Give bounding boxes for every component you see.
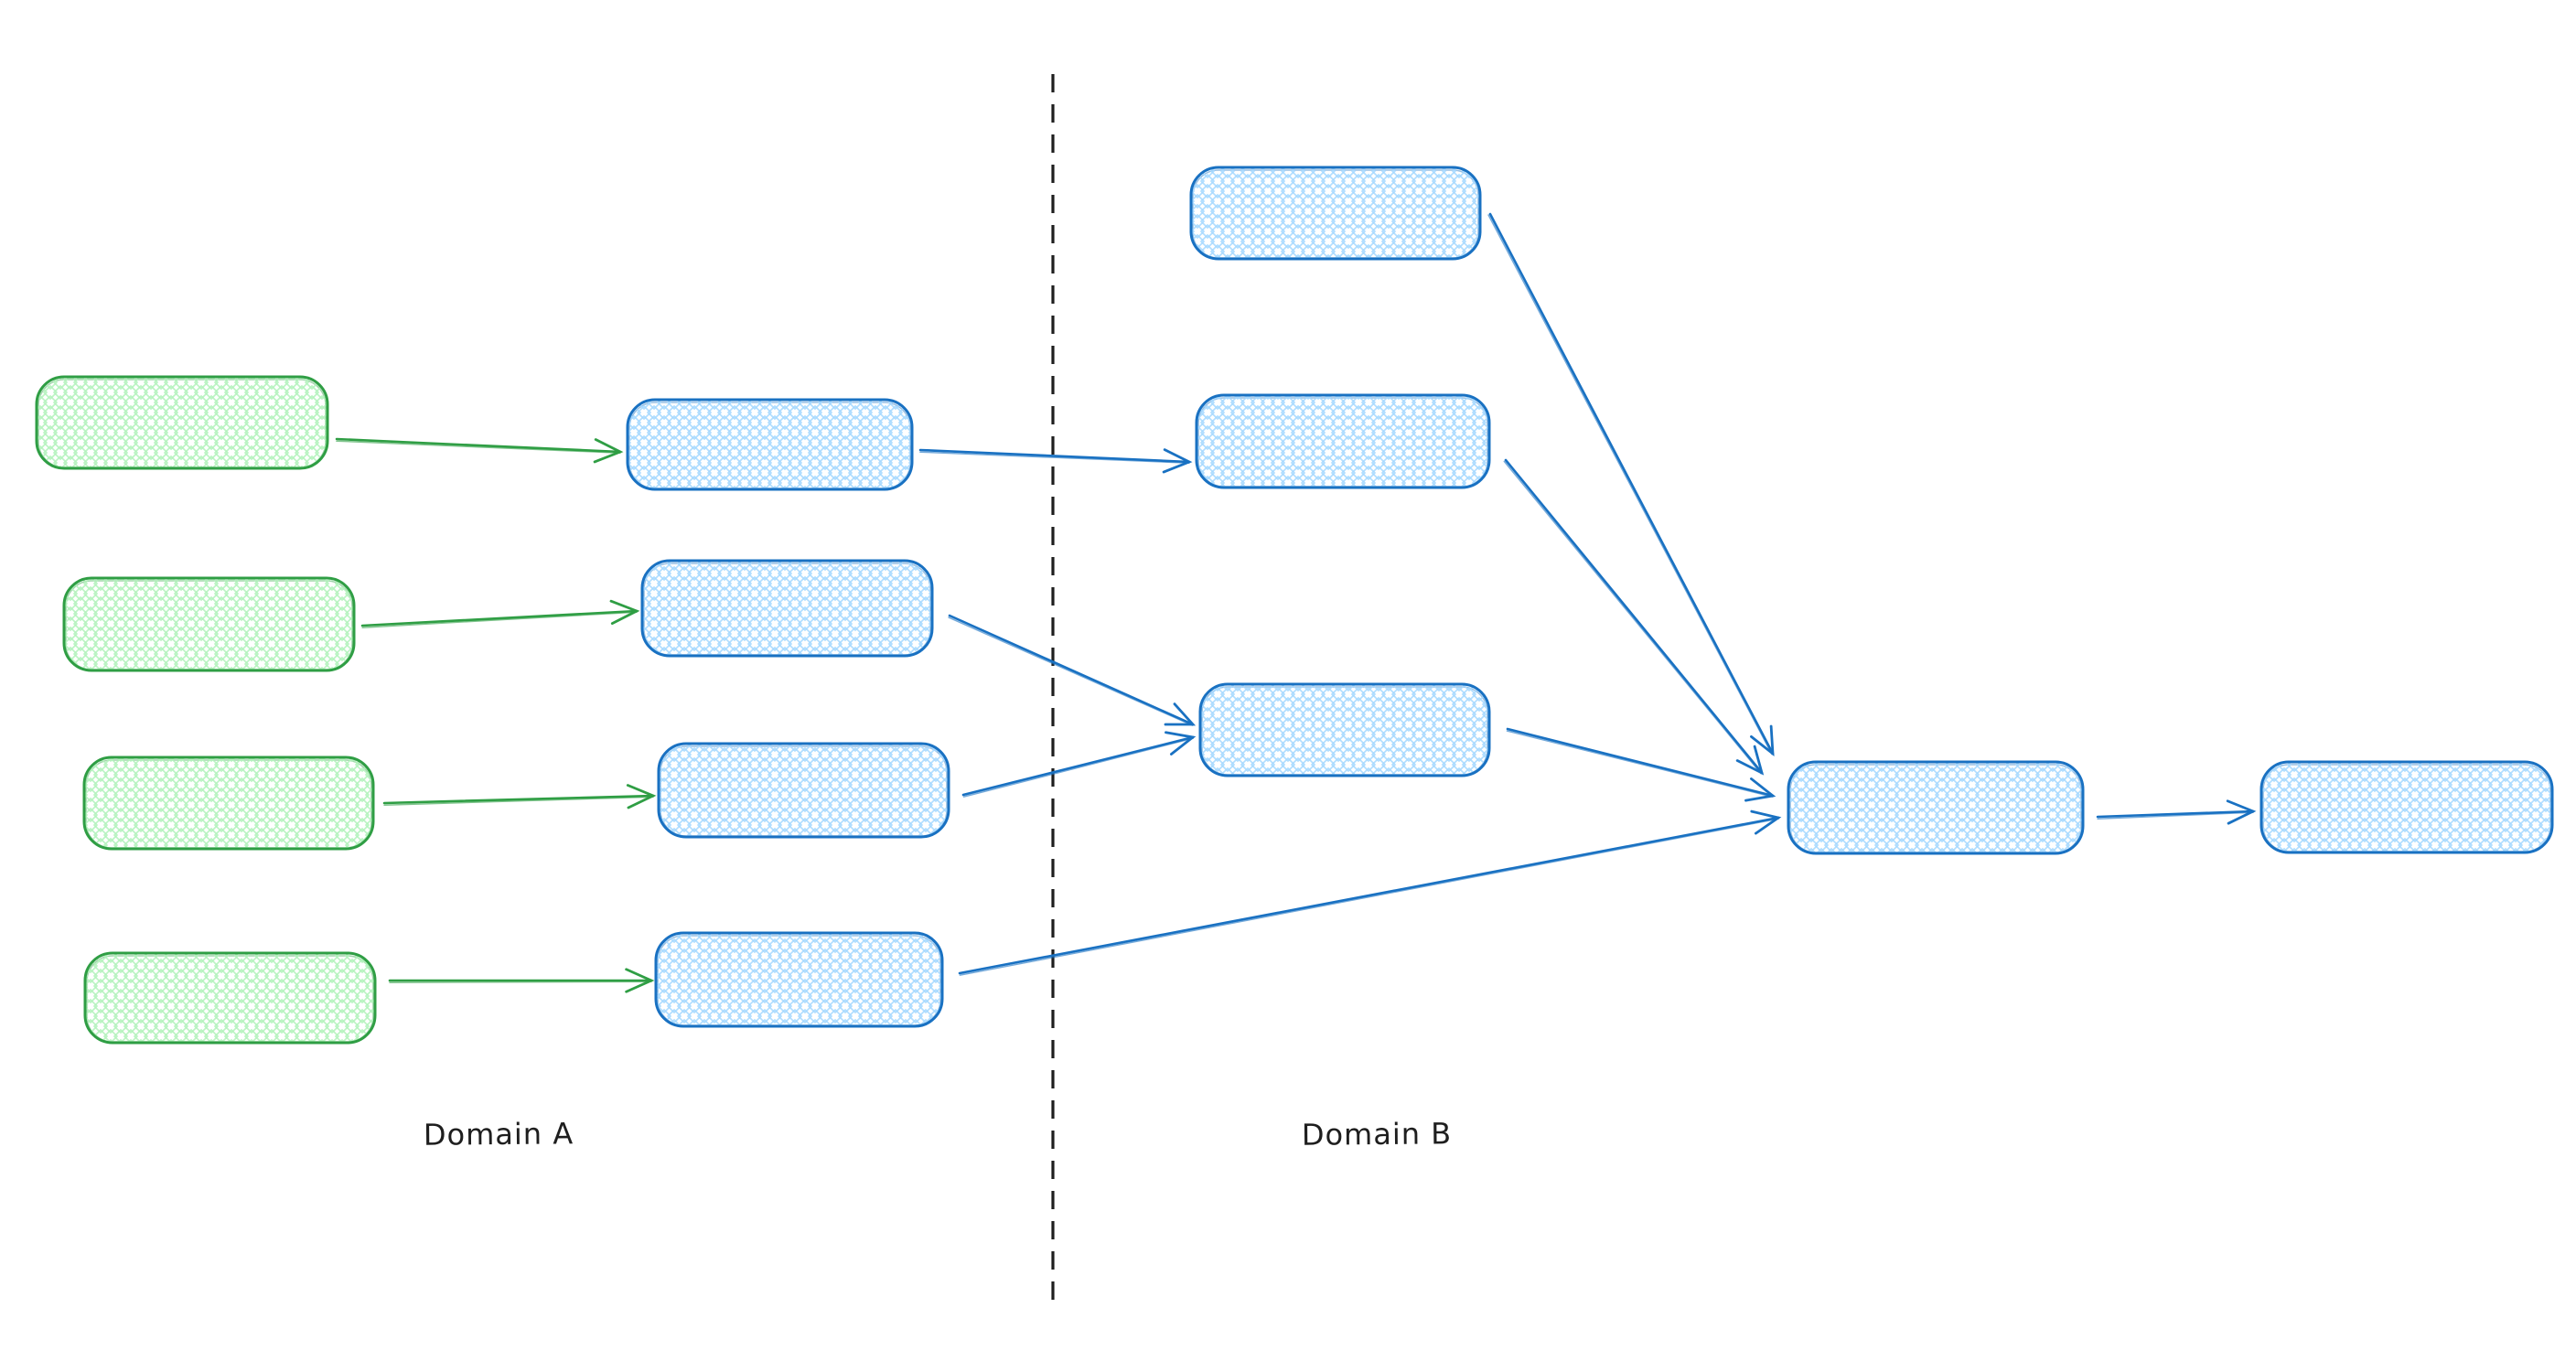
edge-b1-to-merge[interactable] <box>1487 212 1775 757</box>
node-domain-b-node-3[interactable] <box>1198 682 1491 777</box>
node-merge-node[interactable] <box>1787 760 2085 855</box>
edge-a1-to-b2[interactable] <box>918 448 1193 474</box>
node-domain-a-node-1[interactable] <box>626 398 914 491</box>
node-green-source-4[interactable] <box>83 951 377 1045</box>
node-domain-a-node-4[interactable] <box>654 931 944 1028</box>
edge-b2-to-merge[interactable] <box>1503 458 1765 776</box>
node-domain-a-node-3[interactable] <box>657 742 950 839</box>
domain-b-label[interactable]: Domain B <box>1301 1116 1453 1152</box>
domain-a-label[interactable]: Domain A <box>423 1116 574 1152</box>
edge-green4-to-a4[interactable] <box>388 968 655 993</box>
node-domain-b-node-2[interactable] <box>1195 393 1491 489</box>
node-output-node[interactable] <box>2259 760 2554 854</box>
node-green-source-2[interactable] <box>62 576 356 672</box>
node-green-source-1[interactable] <box>35 375 329 470</box>
edge-a3-to-b3[interactable] <box>961 731 1197 798</box>
edge-a2-to-b3[interactable] <box>948 614 1197 726</box>
node-green-source-3[interactable] <box>82 756 375 851</box>
edge-a4-to-merge[interactable] <box>958 809 1782 976</box>
edge-green1-to-a1[interactable] <box>335 437 624 464</box>
node-domain-a-node-2[interactable] <box>640 559 934 658</box>
node-domain-b-node-1[interactable] <box>1189 166 1482 261</box>
edge-b3-to-merge[interactable] <box>1506 727 1776 802</box>
edge-green2-to-a2[interactable] <box>360 599 640 628</box>
edge-green3-to-a3[interactable] <box>382 784 657 809</box>
edge-merge-to-output[interactable] <box>2096 799 2257 825</box>
